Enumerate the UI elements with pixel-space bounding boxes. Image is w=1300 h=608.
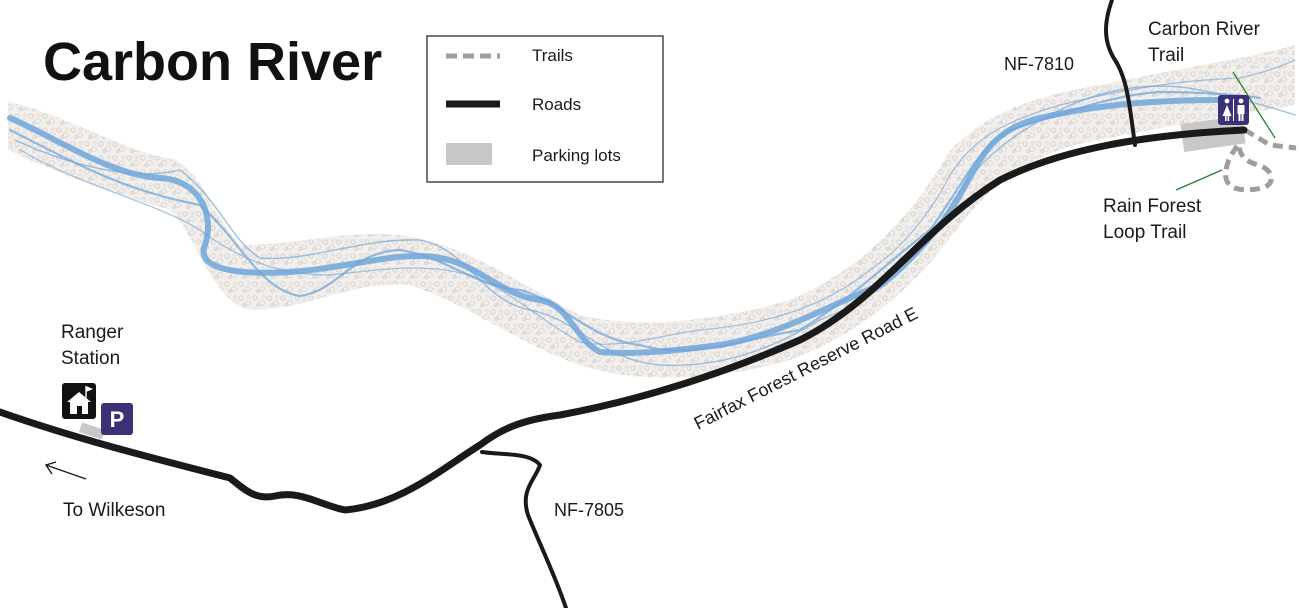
ranger-station-label-line1: Ranger	[61, 322, 124, 343]
ranger-station-parking-lot	[79, 422, 105, 440]
to-wilkeson-arrow	[44, 461, 87, 480]
carbon-river-trail-label-line2: Trail	[1148, 45, 1184, 66]
ranger-station-icon	[62, 383, 96, 419]
trails	[1223, 127, 1297, 193]
to-wilkeson-label: To Wilkeson	[63, 500, 165, 521]
main-road	[0, 126, 1248, 514]
nf-7805-road	[480, 450, 568, 608]
restroom-icon	[1218, 95, 1249, 125]
rain-forest-loop-trail-label-line2: Loop Trail	[1103, 222, 1186, 243]
carbon-river-trail-path	[1243, 127, 1297, 151]
legend-roads-label: Roads	[532, 95, 581, 114]
nf-7810-road	[1104, 0, 1137, 147]
nf-7810-label: NF-7810	[1004, 54, 1074, 74]
roads	[0, 0, 1248, 608]
river-braid-3	[19, 59, 1296, 345]
carbon-river-trail-label-line1: Carbon River	[1148, 19, 1261, 40]
parking-icon: P	[101, 403, 133, 435]
nf-7805-label: NF-7805	[554, 500, 624, 520]
legend-trails-label: Trails	[532, 46, 573, 65]
legend-parking-label: Parking lots	[532, 146, 621, 165]
river	[7, 59, 1296, 367]
rain-forest-loop-trail-leader	[1175, 169, 1223, 191]
legend: Trails Roads Parking lots	[426, 35, 664, 183]
parking-icon-letter: P	[110, 407, 125, 432]
carbon-river-trail-leader	[1232, 71, 1276, 139]
river-braid-2	[14, 85, 1296, 367]
riverbed	[8, 45, 1295, 378]
rain-forest-loop-trail-label-line1: Rain Forest	[1103, 196, 1202, 217]
ranger-station-label-line2: Station	[61, 348, 120, 369]
rain-forest-loop-trail-path	[1223, 130, 1274, 193]
legend-parking-symbol	[446, 143, 492, 165]
map-title: Carbon River	[43, 32, 382, 92]
